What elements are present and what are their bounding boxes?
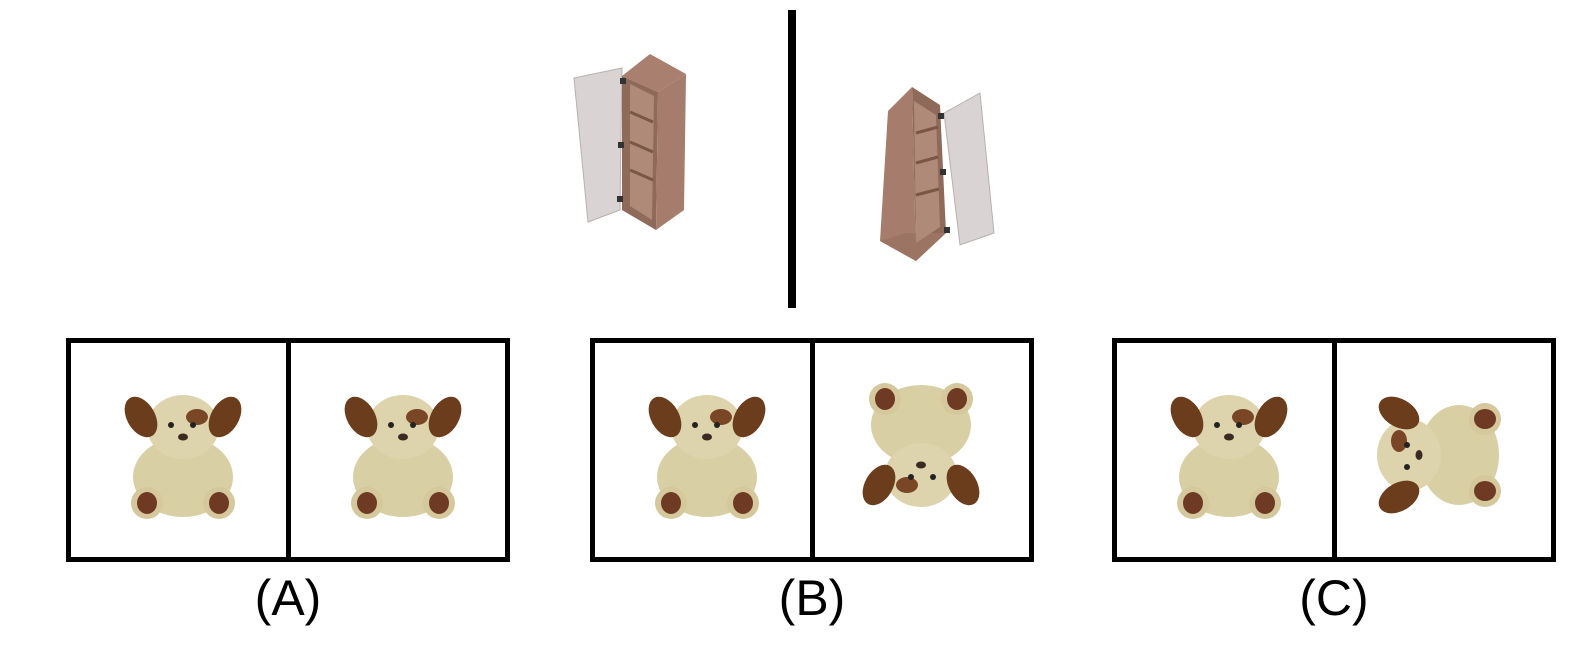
option-b-panel[interactable] [590,338,1034,562]
panel-divider [286,343,291,557]
teddy-dog-icon [117,390,249,519]
cabinet-door-open-left-icon [573,54,686,230]
reference-cabinet-left [570,50,696,240]
teddy-dog-icon [337,390,469,519]
option-a-panel[interactable] [66,338,510,562]
option-c-right-image [1337,343,1551,557]
option-a-right-image [291,343,505,557]
teddy-dog-icon [641,390,773,519]
option-a-label: (A) [254,570,322,626]
option-c-label: (C) [1299,570,1369,626]
panel-divider [1332,343,1337,557]
reference-cabinet-right [876,83,1004,268]
option-b-right-image [815,343,1029,557]
option-b-left-image [595,343,810,557]
teddy-dog-icon [1372,389,1501,521]
option-c-left-image [1117,343,1332,557]
panel-divider [810,343,815,557]
teddy-dog-icon [1163,390,1295,519]
option-a-left-image [71,343,286,557]
teddy-dog-icon [855,383,987,512]
cabinet-door-open-right-icon [880,87,995,261]
option-b-label: (B) [778,570,846,626]
option-c-panel[interactable] [1112,338,1556,562]
divider-line [788,10,796,308]
